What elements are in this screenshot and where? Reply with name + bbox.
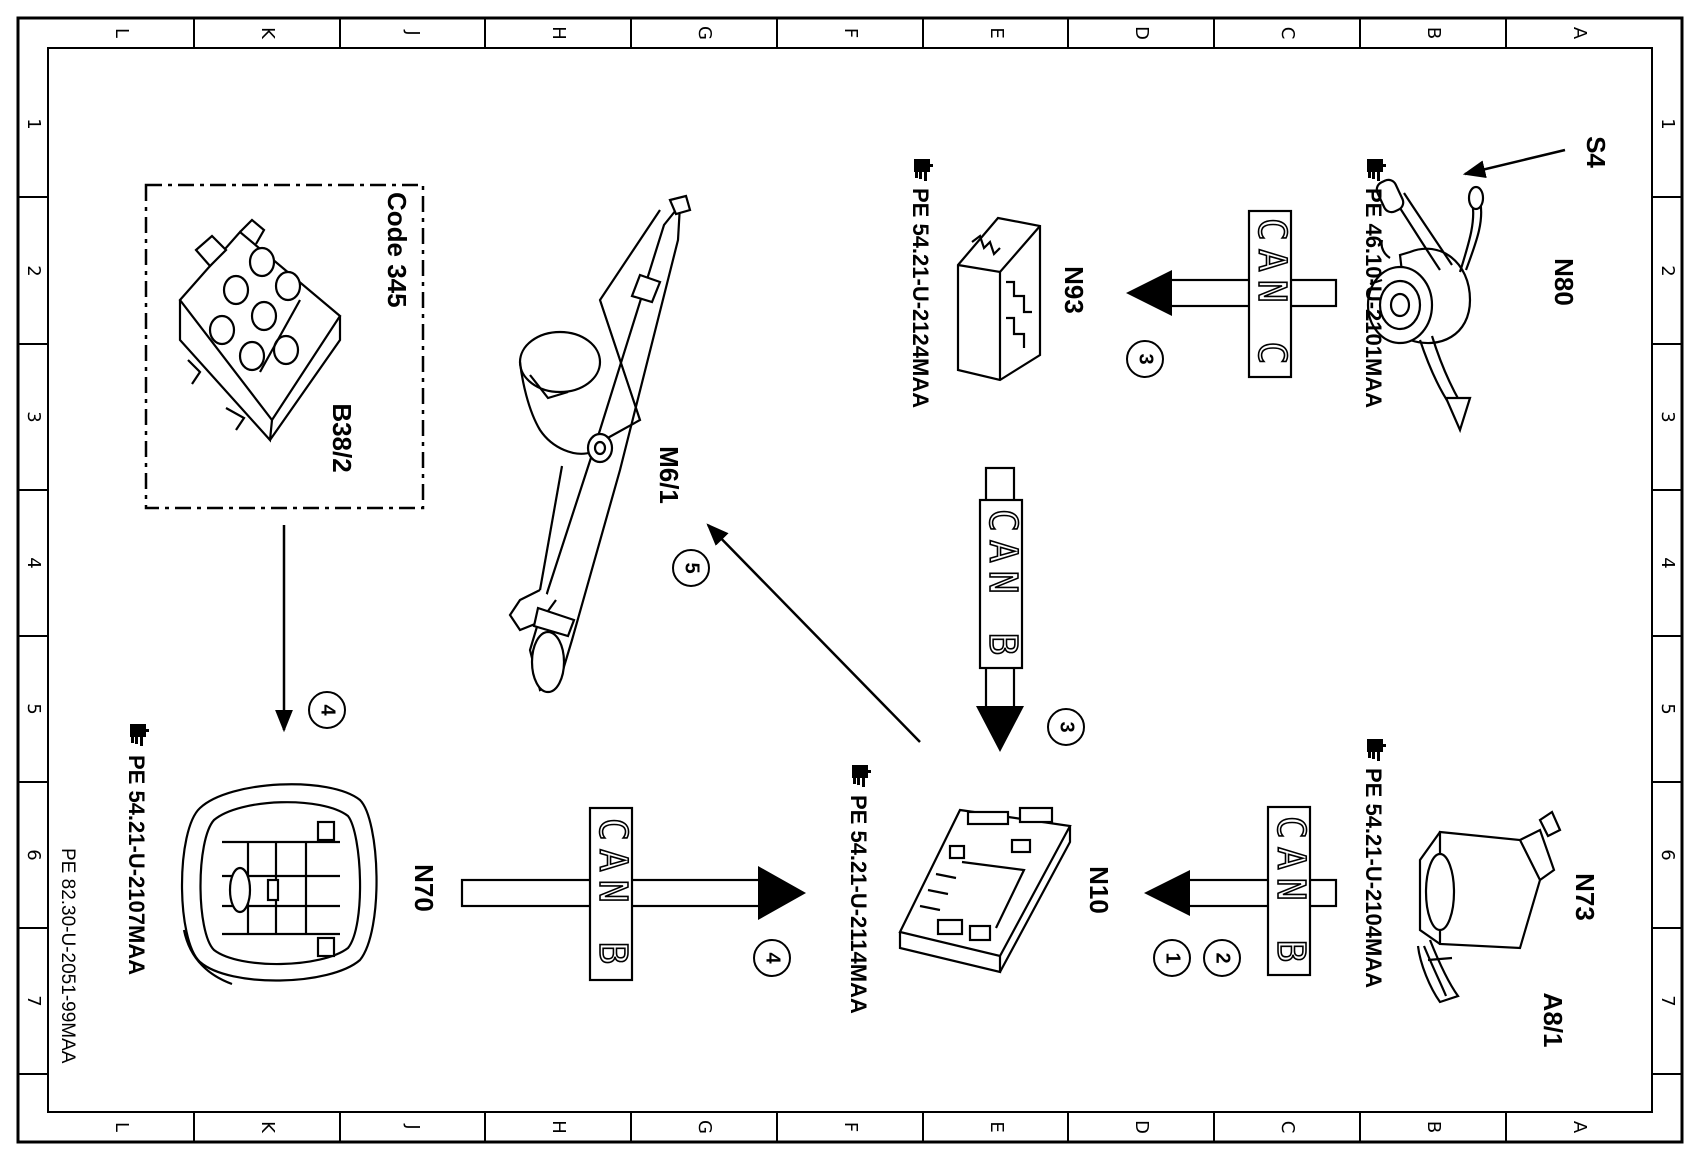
row-label: 2 [23,265,44,276]
col-label: K [257,27,278,40]
can-c-connector: CAN C [1126,209,1338,379]
step-1-marker [1153,939,1191,977]
n70-label: N70 [409,864,439,912]
code-345-option-box [144,183,425,510]
n93-label: N93 [1059,266,1089,314]
col-label: J [402,1123,423,1129]
row-label: 1 [1657,118,1678,129]
pointing-hand-icon [914,159,933,181]
can-b-right-label: CAN B [1269,816,1313,970]
grid-ticks [18,18,1682,1142]
n70-reference: PE 54.21-U-2107MAA [124,755,149,975]
m6-1-wiper-linkage-drawing [508,194,692,694]
a8-1-label: A8/1 [1538,993,1568,1048]
n10-reference: PE 54.21-U-2114MAA [846,795,871,1014]
column-labels-bottom: L K J H G F E D C B A [111,1120,1590,1134]
n93-reference: PE 54.21-U-2124MAA [908,188,933,408]
step-5-arrow [706,523,921,743]
col-label: L [111,1122,132,1132]
row-label: 5 [1657,703,1678,714]
step-3-top: 3 [1135,353,1157,364]
col-label: H [548,1120,569,1134]
step-4-bottom-marker [753,939,791,977]
m6-1-label: M6/1 [654,446,684,504]
s4-pointer-arrow [1462,148,1566,179]
n73-ignition-switch-drawing [1416,810,1562,1004]
b38-2-label: B38/2 [327,403,357,472]
can-c-label: CAN C [1250,218,1294,372]
row-label: 4 [23,557,44,568]
step-1: 1 [1162,952,1184,963]
step-3-top-marker [1126,340,1164,378]
col-label: D [1131,1120,1152,1134]
pointing-hand-icon [130,724,149,746]
n80-label: N80 [1549,258,1579,306]
column-labels-top: L K J H G F E D C B A [111,26,1590,40]
n10-sam-module-drawing [898,806,1072,974]
inner-frame [47,47,1653,1113]
pointing-hand-icon [1367,159,1386,181]
row-label: 6 [1657,849,1678,860]
col-label: G [694,26,715,40]
can-b-bottom-label: CAN B [591,818,635,972]
outer-frame [16,16,1684,1144]
n73-reference: PE 54.21-U-2104MAA [1361,768,1386,988]
n70-overhead-panel-drawing [180,783,378,986]
col-label: D [1131,26,1152,40]
row-label: 2 [1657,265,1678,276]
can-b-bottom-connector: CAN B [460,806,806,982]
col-label: C [1277,27,1298,40]
can-b-vertical-connector: CAN B [976,466,1026,752]
n93-module-drawing [956,216,1042,382]
col-label: C [1277,1121,1298,1134]
row-label: 3 [1657,411,1678,422]
step-3-mid: 3 [1056,721,1078,732]
step-4-bottom: 4 [762,952,784,964]
col-label: B [1423,27,1444,39]
row-label: 6 [23,849,44,860]
col-label: A [1569,1121,1590,1134]
code-345-label: Code 345 [382,192,412,308]
col-label: F [840,1122,861,1132]
col-label: J [402,29,423,35]
col-label: B [1423,1121,1444,1133]
row-labels-left: 1 2 3 4 5 6 7 [23,118,44,1006]
col-label: K [257,1121,278,1134]
step-4-left: 4 [317,704,339,716]
col-label: F [840,28,861,38]
s4-label: S4 [1581,136,1611,168]
pointing-hand-icon [1367,739,1386,761]
drawing-number: PE 82.30-U-2051-99MAA [57,848,78,1064]
step-3-mid-marker [1047,708,1085,746]
row-label: 1 [23,118,44,129]
n73-label: N73 [1570,873,1600,921]
col-label: A [1569,27,1590,40]
row-label: 7 [23,995,44,1006]
step-5-marker [672,549,710,587]
step-2-marker [1203,939,1241,977]
step-4-left-marker [308,691,346,729]
col-label: G [694,1120,715,1134]
row-label: 4 [1657,557,1678,568]
col-label: E [986,27,1007,38]
b38-2-sensor-drawing [178,218,342,443]
row-labels-right: 1 2 3 4 5 6 7 [1657,118,1678,1006]
can-b-vertical-label: CAN B [981,509,1025,663]
row-label: 3 [23,411,44,422]
pointing-hand-icon [852,765,871,787]
col-label: L [111,28,132,38]
step-5: 5 [681,562,703,573]
n80-reference: PE 46.10-U-2101MAA [1361,188,1386,408]
col-label: H [548,26,569,40]
row-label: 7 [1657,995,1678,1006]
n10-label: N10 [1084,866,1114,914]
can-b-right-connector: CAN B [1144,805,1338,977]
col-label: E [986,1121,1007,1132]
row-label: 5 [23,703,44,714]
step-2: 2 [1212,952,1234,963]
n80-switch-drawing [1366,178,1485,434]
